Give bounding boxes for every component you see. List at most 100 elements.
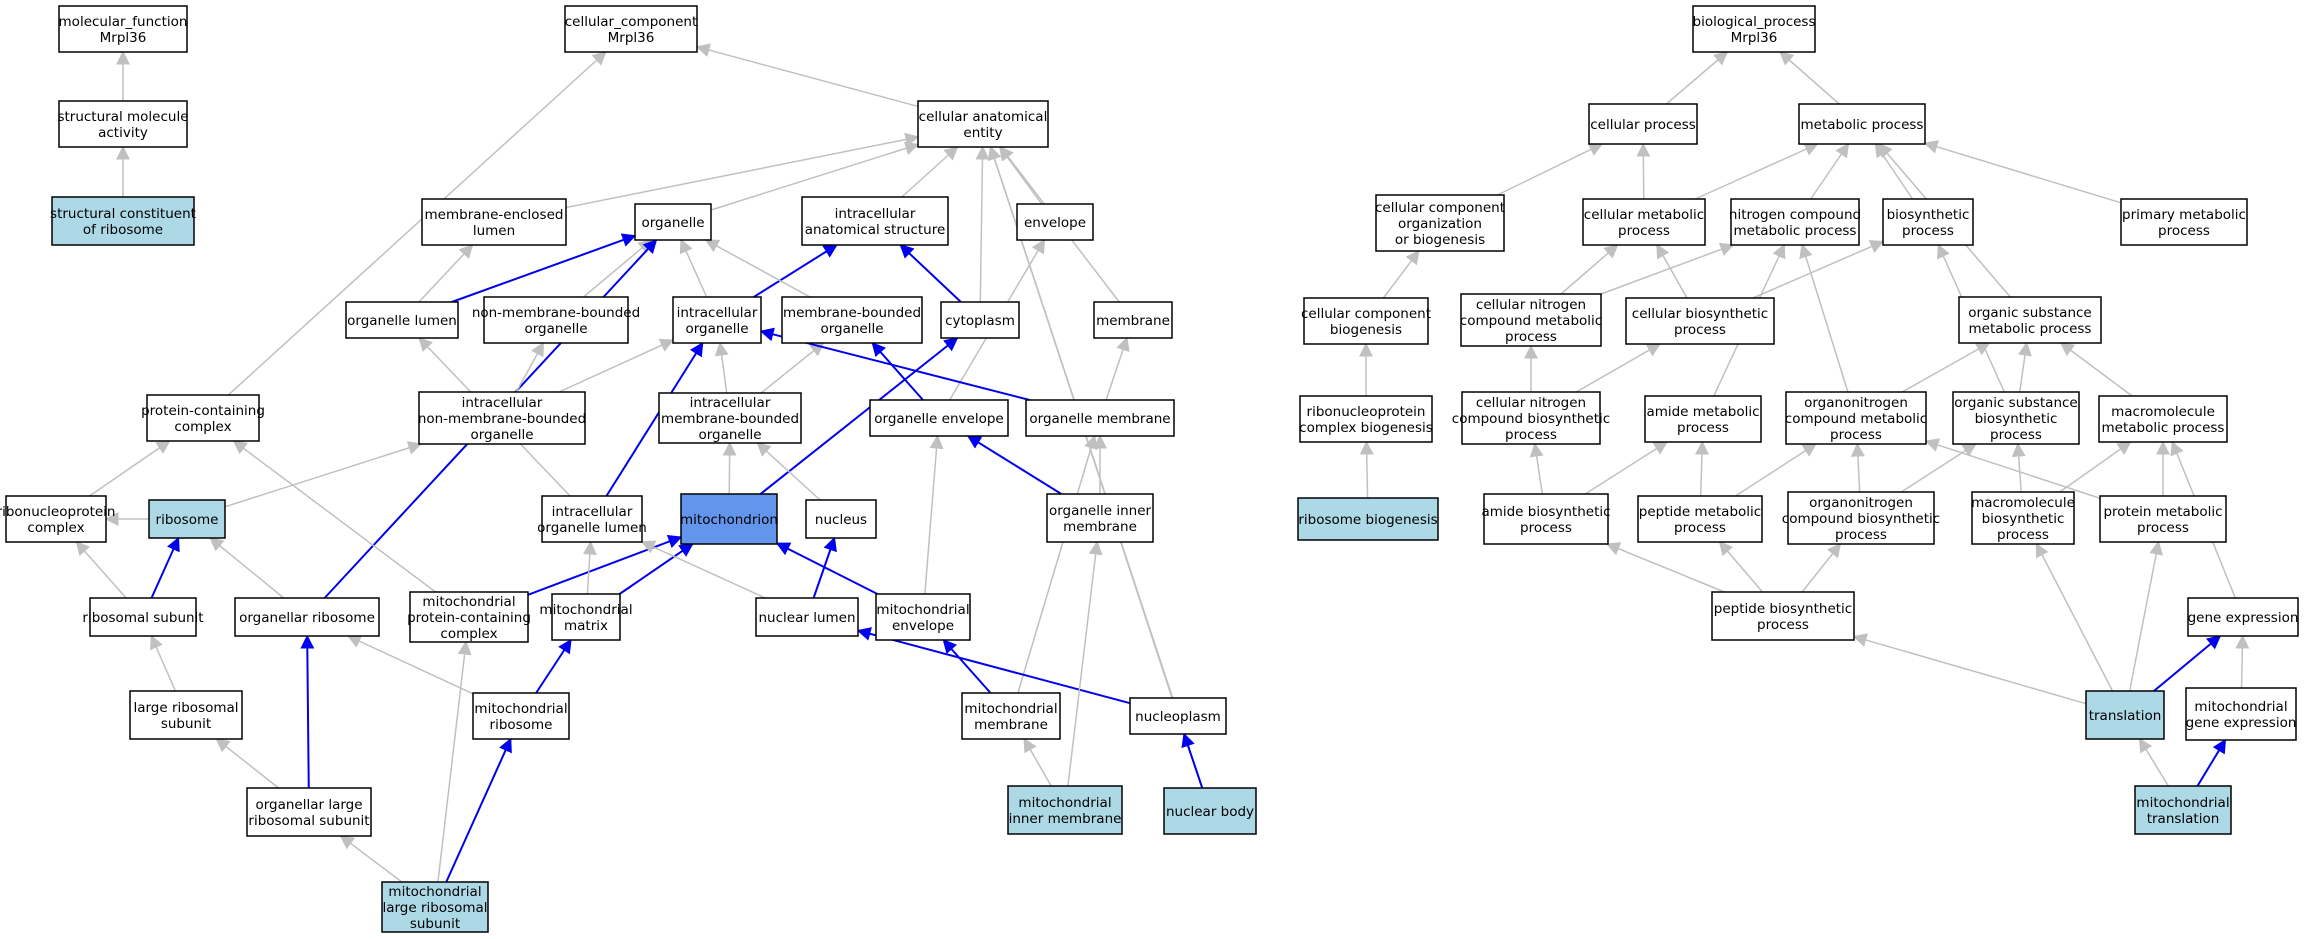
term-label: metabolic process: [1734, 223, 1857, 239]
term-node[interactable]: nuclear body: [1163, 787, 1257, 835]
term-node[interactable]: organelle lumen: [345, 301, 459, 339]
is-a-edge: [1694, 142, 1819, 200]
is-a-edge: [1023, 737, 1052, 787]
term-label: large ribosomal: [133, 700, 238, 716]
term-node[interactable]: nuclear lumen: [755, 597, 859, 637]
term-node[interactable]: membrane: [1093, 301, 1173, 339]
is-a-edge: [1600, 242, 1735, 295]
term-node[interactable]: nucleoplasm: [1129, 697, 1227, 735]
term-node[interactable]: cytoplasm: [940, 301, 1020, 339]
term-label: membrane-bounded: [783, 305, 921, 321]
term-node[interactable]: organellar ribosome: [234, 597, 380, 637]
term-node[interactable]: organelle envelope: [869, 399, 1009, 437]
term-box: [1588, 103, 1698, 145]
term-label: metabolic process: [2102, 420, 2225, 436]
term-label: ribosome: [490, 717, 553, 733]
is-a-edge: [89, 440, 171, 497]
term-label: organelle lumen: [537, 520, 647, 536]
is-a-edge: [975, 145, 990, 303]
term-node[interactable]: nucleus: [805, 499, 877, 539]
is-a-edge: [1924, 438, 2101, 499]
term-label: cellular component: [1301, 306, 1431, 322]
is-a-edge: [704, 239, 811, 298]
term-node[interactable]: intracellularnon-membrane-boundedorganel…: [418, 391, 586, 445]
term-label: membrane: [1096, 313, 1170, 329]
term-label: protein-containing: [141, 403, 265, 419]
term-node[interactable]: cellular process: [1588, 103, 1698, 145]
term-node[interactable]: metabolic process: [1798, 103, 1926, 145]
term-label: organelle inner: [1049, 503, 1152, 519]
is-a-edge: [1584, 441, 1669, 495]
is-a-edge: [232, 440, 437, 593]
term-node[interactable]: translation: [2085, 690, 2165, 740]
term-node[interactable]: gene expression: [2187, 597, 2299, 637]
term-box: [1375, 194, 1505, 252]
term-box: [1016, 203, 1094, 241]
term-node[interactable]: organelle membrane: [1025, 399, 1175, 437]
term-node[interactable]: envelope: [1016, 203, 1094, 241]
is-a-edge: [1560, 244, 1619, 295]
term-label: amide metabolic: [1646, 404, 1759, 420]
term-node[interactable]: ribosome biogenesis: [1297, 497, 1439, 541]
term-label: organonitrogen: [1809, 495, 1913, 511]
term-label: cellular biosynthetic: [1632, 306, 1768, 322]
term-node[interactable]: ribosomal subunit: [82, 597, 204, 637]
is-a-edge: [640, 540, 766, 599]
term-node[interactable]: ribosome: [148, 499, 226, 539]
term-box: [418, 391, 586, 445]
term-label: mitochondrial: [388, 884, 481, 900]
term-node[interactable]: organelle: [634, 203, 712, 241]
term-label: organelle lumen: [347, 313, 457, 329]
term-node[interactable]: mitochondrion: [680, 493, 778, 545]
